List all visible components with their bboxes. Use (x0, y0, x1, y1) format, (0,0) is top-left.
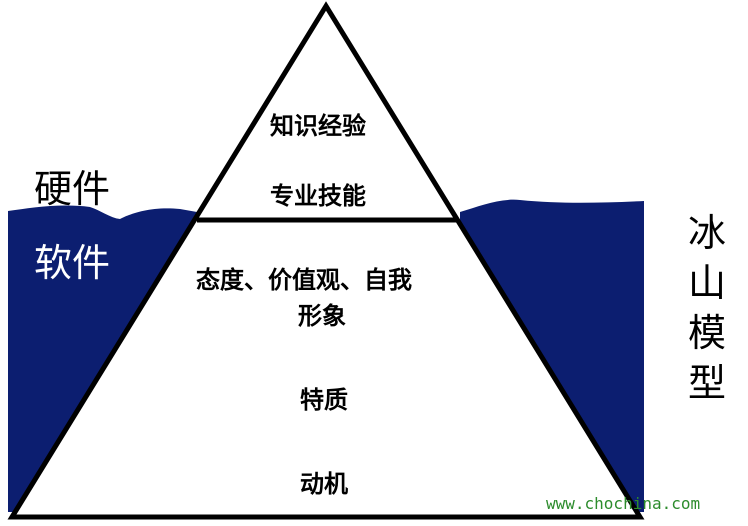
title-char: 冰 (687, 211, 726, 255)
title-char: 山 (687, 261, 726, 305)
title-char: 模 (687, 311, 726, 355)
traits-label: 特质 (300, 385, 348, 414)
water-region (8, 205, 197, 513)
iceberg-model-title: 冰 山 模 型 (684, 208, 730, 408)
software-label: 软件 (34, 241, 111, 285)
self-image-continuation-label: 形象 (298, 301, 346, 330)
watermark-text: www.chochina.com (546, 494, 701, 513)
hardware-label: 硬件 (34, 167, 111, 211)
professional-skills-label: 专业技能 (270, 181, 366, 210)
water-region-right (460, 199, 644, 512)
motivation-label: 动机 (300, 469, 348, 498)
iceberg-triangle (7, 1, 645, 520)
title-char: 型 (687, 361, 726, 405)
knowledge-experience-label: 知识经验 (270, 111, 366, 140)
attitude-values-self-image-label: 态度、价值观、自我 (196, 265, 412, 294)
